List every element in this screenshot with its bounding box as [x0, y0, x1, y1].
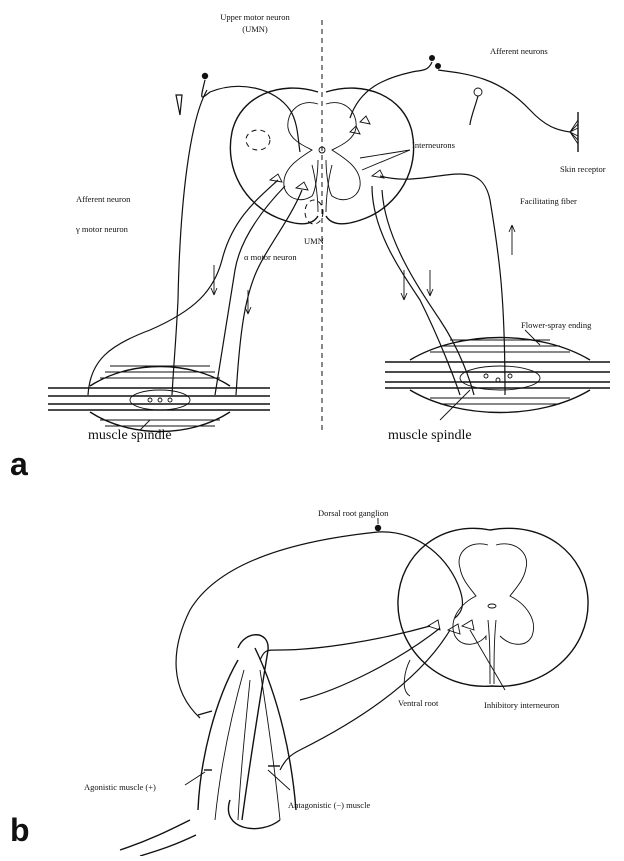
caption-muscle-spindle-right: muscle spindle	[388, 428, 472, 444]
label-upper-motor-neuron: Upper motor neuron	[200, 12, 310, 22]
label-alpha-motor-neuron: α motor neuron	[244, 252, 297, 262]
panel-letter-b: b	[10, 812, 30, 849]
afferent-fibre-b	[176, 532, 378, 718]
label-interneurons: Interneurons	[412, 140, 455, 150]
skin-receptor	[570, 112, 578, 152]
caption-muscle-spindle-left: muscle spindle	[88, 428, 172, 444]
gamma-motor-neuron	[88, 180, 278, 395]
label-gamma-motor-neuron: γ motor neuron	[76, 224, 128, 234]
afferent-neuron-left	[202, 80, 300, 152]
label-skin-receptor: Skin receptor	[560, 164, 606, 174]
spinal-cord-section-b	[398, 528, 588, 686]
label-antagonistic-muscle: Antagonistic (−) muscle	[288, 800, 370, 810]
label-dorsal-root-ganglion: Dorsal root ganglion	[318, 508, 388, 518]
label-umn-abbrev: (UMN)	[200, 24, 310, 34]
arm-muscles	[120, 635, 296, 856]
label-inhibitory-interneuron: Inhibitory interneuron	[484, 700, 559, 710]
alpha-motor-neuron	[236, 190, 302, 395]
label-umn: UMN	[304, 236, 324, 246]
panel-letter-a: a	[10, 446, 28, 483]
label-ventral-root: Ventral root	[398, 698, 438, 708]
label-afferent-neurons: Afferent neurons	[490, 46, 548, 56]
muscle-spindle-right	[385, 330, 610, 413]
label-flower-spray-ending: Flower-spray ending	[521, 320, 591, 330]
afferent-neurons-right	[350, 62, 432, 118]
label-facilitating-fiber: Facilitating fiber	[520, 196, 577, 206]
label-agonistic-muscle: Agonistic muscle (+)	[84, 782, 156, 792]
label-afferent-neuron: Afferent neuron	[76, 194, 130, 204]
